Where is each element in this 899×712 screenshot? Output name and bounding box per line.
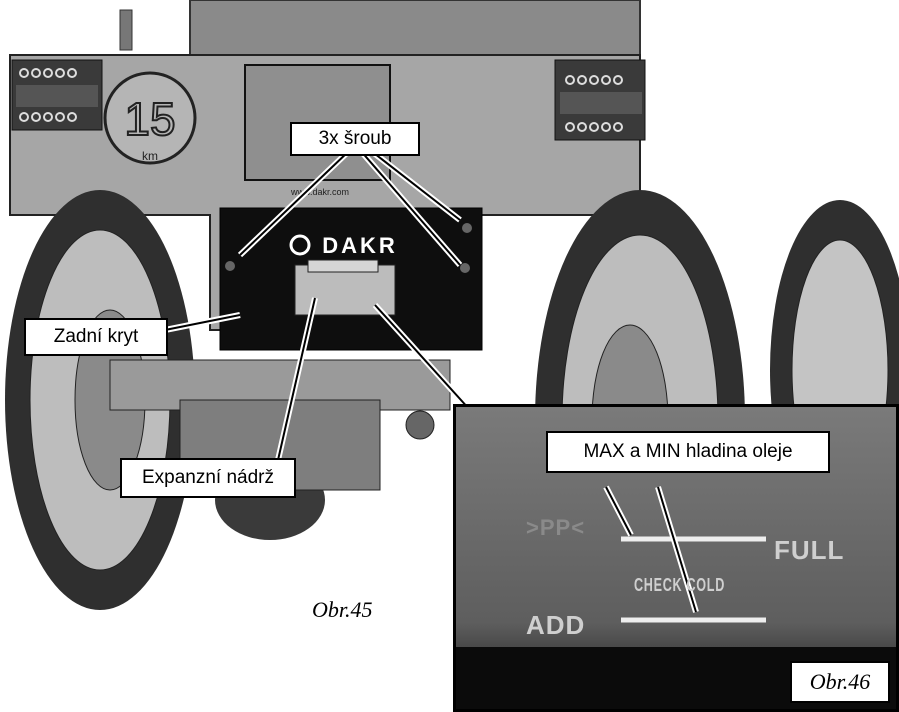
material-code: >PP< xyxy=(526,515,585,541)
full-label: FULL xyxy=(774,535,844,566)
speed-badge-unit: km xyxy=(142,149,158,163)
add-label: ADD xyxy=(526,610,585,641)
callout-oil-level: MAX a MIN hladina oleje xyxy=(546,431,830,473)
callout-rear-cover: Zadní kryt xyxy=(24,318,168,356)
figure-caption-main: Obr.45 xyxy=(312,597,373,623)
cover-logo: DAKR xyxy=(322,233,398,258)
figure-caption-inset: Obr.46 xyxy=(790,661,890,703)
oil-level-inset-photo: >PP< FULL CHECK COLD ADD MAX a MIN hladi… xyxy=(453,404,899,712)
callout-expansion-tank: Expanzní nádrž xyxy=(120,458,296,498)
check-cold-label: CHECK COLD xyxy=(634,575,725,596)
callout-screws: 3x šroub xyxy=(290,122,420,156)
speed-badge-number: 15 xyxy=(124,93,175,145)
